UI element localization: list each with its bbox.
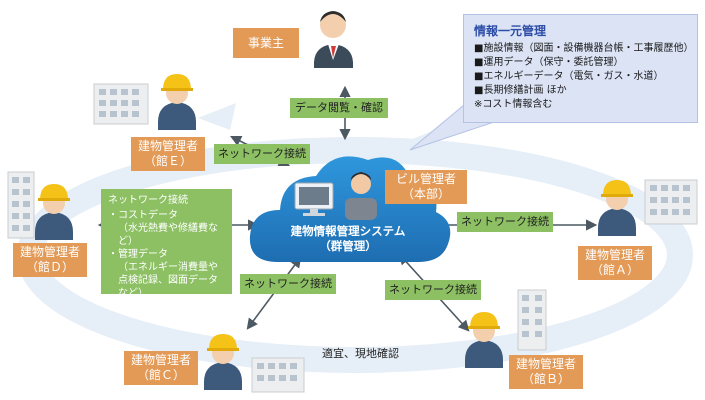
building-b-icon	[517, 289, 547, 351]
hq-manager-icon	[345, 172, 377, 220]
manager-c-box: 建物管理者 （館Ｃ）	[124, 351, 198, 385]
network-label-a: ネットワーク接続	[457, 212, 553, 232]
manager-site: （館Ｃ）	[136, 368, 185, 382]
network-detail-title: ネットワーク接続	[108, 195, 188, 206]
manager-b-worker-icon	[465, 312, 503, 368]
hq-manager-title: ビル管理者	[395, 172, 456, 186]
owner-box: 事業主	[233, 28, 299, 58]
manager-a-worker-icon	[598, 180, 636, 236]
building-d-icon	[7, 171, 35, 239]
building-c-icon	[251, 357, 305, 393]
network-detail-sub: （エネルギー消費量や	[118, 262, 218, 273]
manager-site: （館Ｂ）	[521, 372, 570, 386]
network-detail-item: ・管理データ	[108, 249, 168, 260]
hq-manager-box: ビル管理者 （本部）	[385, 170, 467, 204]
owner-person-icon	[314, 11, 353, 68]
cycle-arrowhead	[198, 103, 236, 130]
manager-site: （館Ｅ）	[143, 154, 192, 168]
computer-monitor-icon	[294, 182, 334, 216]
manager-site: （館Ｄ）	[25, 260, 74, 274]
data-view-text: データ閲覧・確認	[295, 101, 383, 114]
network-detail-sub: 点検記録、図面データ	[118, 275, 218, 286]
info-line: ■長期修繕計画 ほか	[474, 85, 567, 96]
network-label-text: ネットワーク接続	[218, 147, 306, 160]
manager-title: 建物管理者	[137, 139, 198, 153]
network-detail-sub: （水光熱費や修繕費など）	[118, 223, 218, 247]
manager-c-worker-icon	[204, 334, 242, 390]
network-label-text: ネットワーク接続	[244, 277, 332, 290]
manager-title: 建物管理者	[130, 353, 191, 367]
building-e-icon	[93, 83, 149, 125]
info-line: ■運用データ（保守・委託管理）	[474, 57, 624, 68]
onsite-check-text: 適宜、現地確認	[322, 347, 399, 360]
info-line: ■施設情報（図面・設備機器台帳・工事履歴他）	[474, 43, 694, 54]
manager-e-box: 建物管理者 （館Ｅ）	[131, 137, 205, 171]
manager-d-box: 建物管理者 （館Ｄ）	[13, 243, 87, 277]
building-a-icon	[644, 179, 698, 225]
center-system-label: 建物情報管理システム （群管理）	[268, 224, 428, 258]
manager-title: 建物管理者	[19, 245, 80, 259]
center-title: 建物情報管理システム	[290, 224, 406, 238]
onsite-check-label: 適宜、現地確認	[318, 343, 403, 363]
center-sub: （群管理）	[319, 239, 377, 253]
manager-site: （館Ａ）	[590, 263, 639, 277]
network-label-text: ネットワーク接続	[461, 215, 549, 228]
info-panel-title: 情報一元管理	[474, 24, 547, 38]
manager-e-worker-icon	[158, 74, 196, 130]
hq-manager-sub: （本部）	[401, 187, 450, 201]
data-view-label: データ閲覧・確認	[290, 98, 388, 118]
network-label-text: ネットワーク接続	[389, 283, 477, 296]
manager-title: 建物管理者	[515, 357, 576, 371]
owner-label: 事業主	[247, 36, 284, 50]
network-detail-item: ・コストデータ	[108, 210, 178, 221]
info-panel: 情報一元管理 ■施設情報（図面・設備機器台帳・工事履歴他） ■運用データ（保守・…	[463, 14, 698, 123]
manager-a-box: 建物管理者 （館Ａ）	[578, 246, 652, 280]
network-detail-box: ネットワーク接続 ・コストデータ （水光熱費や修繕費など） ・管理データ （エネ…	[101, 189, 232, 299]
network-detail-sub: など）	[118, 288, 148, 299]
info-line: ※コスト情報含む	[474, 99, 553, 110]
manager-title: 建物管理者	[584, 248, 645, 262]
network-label-c: ネットワーク接続	[240, 274, 336, 294]
manager-d-worker-icon	[35, 184, 73, 240]
manager-b-box: 建物管理者 （館Ｂ）	[509, 355, 583, 389]
info-line: ■エネルギーデータ（電気・ガス・水道）	[474, 71, 664, 82]
network-label-b: ネットワーク接続	[385, 280, 481, 300]
network-label-e: ネットワーク接続	[214, 144, 310, 164]
